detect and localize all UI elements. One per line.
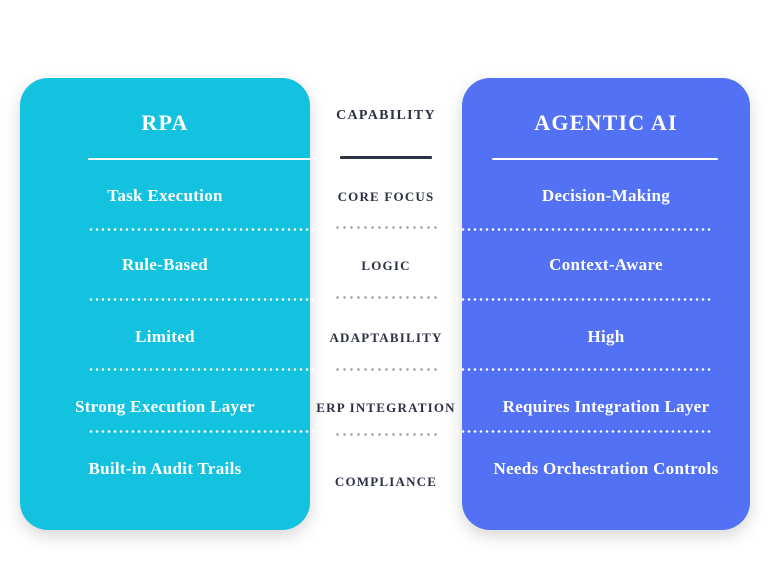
agentic-ai-row-value-2: High [587,327,625,346]
rpa-card-background [20,78,310,530]
rpa-row-value-3: Strong Execution Layer [74,397,256,416]
agentic-ai-card-background [462,78,750,530]
agentic-ai-row-separator-2 [454,368,712,371]
capability-separator-3 [334,433,438,436]
rpa-row-value-2: Limited [135,327,195,346]
agentic-ai-row-separator-0 [454,228,712,231]
agentic-ai-card-title: AGENTIC AI [534,110,678,135]
capability-column: CAPABILITY CORE FOCUS LOGIC ADAPTABILITY… [310,78,462,530]
capability-separator-0 [334,226,438,229]
capability-column-header: CAPABILITY [336,108,436,123]
rpa-row-value-0: Task Execution [107,186,223,205]
agentic-ai-column: AGENTIC AI Decision-Making Context-Aware… [454,78,750,530]
rpa-row-separator-0 [88,228,338,231]
capability-header-rule [340,156,432,159]
agentic-ai-row-value-4: Needs Orchestration Controls [493,459,719,478]
agentic-ai-row-value-0: Decision-Making [541,186,671,205]
rpa-row-value-4: Built-in Audit Trails [88,459,242,478]
capability-label-1: LOGIC [361,258,411,273]
rpa-row-separator-3 [88,430,338,433]
capability-label-2: ADAPTABILITY [329,330,443,345]
capability-label-4: COMPLIANCE [334,474,438,489]
rpa-row-separator-2 [88,368,338,371]
agentic-ai-header-rule [492,158,718,160]
agentic-ai-row-separator-1 [454,298,712,301]
rpa-row-value-1: Rule-Based [121,255,209,274]
rpa-row-separator-1 [88,298,338,301]
capability-label-0: CORE FOCUS [337,189,435,204]
capability-separator-1 [334,296,438,299]
agentic-ai-row-value-1: Context-Aware [549,255,663,274]
agentic-ai-row-value-3: Requires Integration Layer [502,397,710,416]
rpa-column: RPA Task Execution Rule-Based Limited St… [20,78,338,530]
capability-label-3: ERP INTEGRATION [316,400,456,415]
rpa-header-rule [88,158,316,160]
rpa-card-title: RPA [141,110,189,135]
agentic-ai-row-separator-3 [454,430,712,433]
capability-separator-2 [334,368,438,371]
